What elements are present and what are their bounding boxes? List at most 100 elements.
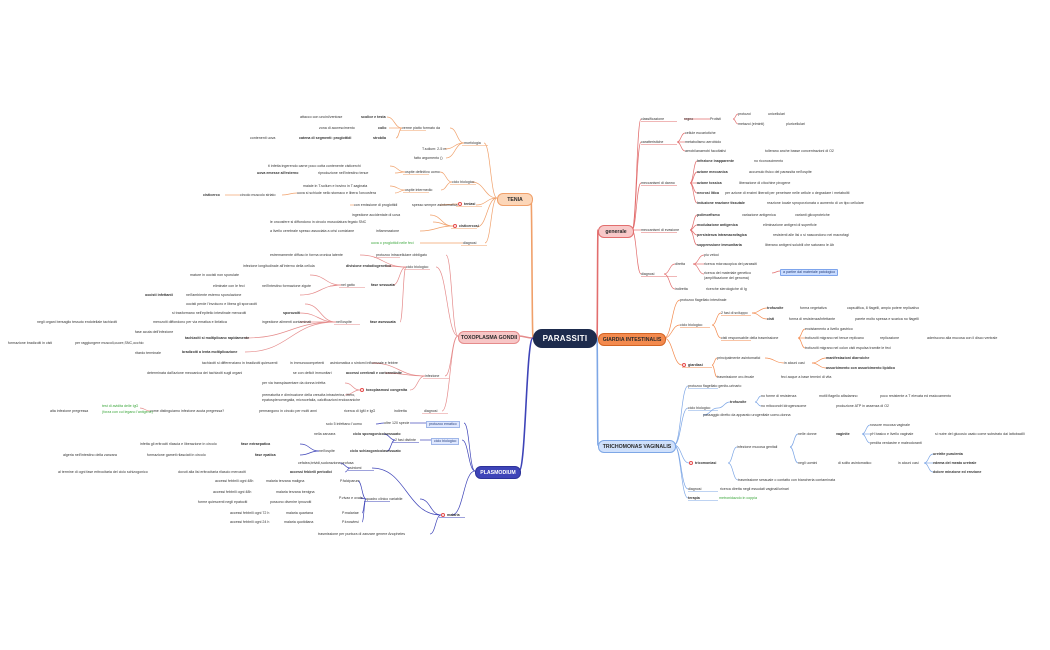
node[interactable]: mature in oocisti non sporulate <box>190 273 239 277</box>
node[interactable]: resistenti alle lisi o si nascondono nei… <box>773 233 849 237</box>
node[interactable]: fatto argomento () <box>414 156 443 160</box>
node[interactable]: aderiscono alla mucosa con il disco vent… <box>927 336 998 340</box>
node[interactable]: collo <box>378 126 387 130</box>
node[interactable]: terapia <box>688 496 700 500</box>
node[interactable]: meccanismi di evasione <box>641 228 680 232</box>
node[interactable]: tachizoiti si differenziano in bradizoit… <box>202 361 278 365</box>
node[interactable]: malaria terzana maligna <box>266 479 305 483</box>
node[interactable]: forme quiescenti negli epatociti <box>198 500 248 504</box>
node[interactable]: ciclo sporogonico/sessuato <box>353 432 401 436</box>
node[interactable]: accessi cerebrali e coriorentinite <box>346 371 402 375</box>
node[interactable]: sintomi <box>350 466 362 470</box>
node[interactable]: infezione <box>425 374 440 378</box>
node[interactable]: metazoi (elminti) <box>738 122 765 126</box>
node[interactable]: trofozoiti migrano nel colon cisti espul… <box>805 346 891 350</box>
node[interactable]: spesso sempre asintomatica <box>412 203 458 207</box>
node[interactable]: estremamente diffuso in forma cronica la… <box>270 253 343 257</box>
node[interactable]: cisti <box>767 317 775 321</box>
node[interactable]: circolo muscolo striato <box>240 193 276 197</box>
node[interactable]: ritardo terminale <box>135 351 161 355</box>
node[interactable]: prematurita e diminuzione della crescita… <box>262 393 361 402</box>
node[interactable]: infezione longitudinale all'interno dell… <box>243 264 315 268</box>
node[interactable]: protozoo intracellulare obbligato <box>376 253 427 257</box>
node[interactable]: protozoo flagellato genito-urinario <box>688 384 742 388</box>
node[interactable]: trasmissione sessuale o contatto con bia… <box>738 478 836 482</box>
node[interactable]: malaria <box>441 513 460 518</box>
node[interactable]: oocisti perde l'involucro e libera gli s… <box>186 302 257 306</box>
node[interactable]: oocisti infettanti <box>145 293 173 297</box>
node[interactable]: per raggiungere muscoli,cuore,SNC,occhio <box>75 341 144 345</box>
node[interactable]: ciclo biologico <box>452 180 475 184</box>
node[interactable]: alta infezione pregressa <box>50 409 89 413</box>
node[interactable]: protozoo flagellato intestinale <box>680 298 727 302</box>
node[interactable]: produzione ATP in assenza di O2 <box>836 404 890 408</box>
node[interactable]: meccanismi di danno <box>641 181 675 185</box>
node[interactable]: pH basico e livello vaginale <box>870 432 914 436</box>
node[interactable]: catena di segmenti: proglottidi <box>299 136 352 140</box>
node[interactable]: nella zanzara <box>314 432 336 436</box>
node[interactable]: protozoo ematico <box>426 421 460 428</box>
central-topic[interactable]: PARASSITI <box>533 329 597 348</box>
node[interactable]: bradizoiti a lenta moltiplicazione <box>182 350 238 354</box>
node[interactable]: accessi febbrili ogni 48h <box>213 490 252 494</box>
node[interactable]: P.vivax e ovale <box>339 496 363 500</box>
node[interactable]: in immunocompetenti <box>290 361 325 365</box>
node[interactable]: reazione locale sproporzionata o aumento… <box>767 201 864 205</box>
node[interactable]: infezione inapparente <box>697 159 734 163</box>
node[interactable]: varianti glicoproteiche <box>795 213 830 217</box>
node[interactable]: malaria quotidiana <box>284 520 314 524</box>
node[interactable]: manifestazioni diarroiche <box>826 356 870 360</box>
node[interactable]: trofozoiti migrano nel tenue replicano <box>805 336 864 340</box>
node[interactable]: possono divenire ipnozoiti <box>270 500 312 504</box>
node[interactable]: parete molto spessa e scarica no flagell… <box>855 317 919 321</box>
node[interactable]: accumulo fisico del parassita nell'ospit… <box>749 170 812 174</box>
node[interactable]: ospite intermedio <box>405 188 433 192</box>
node[interactable]: fase acuta dell'infezione <box>135 330 174 334</box>
node[interactable]: scolice e testa <box>361 115 386 119</box>
node[interactable]: forma vegetativa <box>800 306 827 310</box>
node[interactable]: permangono in circolo per molti anni <box>259 409 317 413</box>
node[interactable]: nel gatto <box>341 283 355 287</box>
node[interactable]: infetta gli eritrociti rilascia e libera… <box>140 442 217 446</box>
node[interactable]: uova o proglottidi nelle feci <box>371 241 414 245</box>
node[interactable]: cisticerco <box>203 193 220 197</box>
node[interactable]: al termine di ogni fase eritrocitaria de… <box>58 470 148 474</box>
node[interactable]: giardiasi <box>682 363 703 368</box>
node[interactable]: tricomoniasi <box>689 461 716 466</box>
node[interactable]: modulazione antigenica <box>697 223 738 227</box>
node[interactable]: aerobi/anaerobi facoltativi <box>685 149 726 153</box>
node[interactable]: passaggio diretto da apparato urogenital… <box>703 413 791 417</box>
node[interactable]: ricerca diretta negli essudati vaginali/… <box>720 487 789 491</box>
node[interactable]: le oncosfere si diffondono in circolo mu… <box>270 220 367 224</box>
node[interactable]: per azione di enzimi liberati per penetr… <box>725 191 850 195</box>
node[interactable]: sporozoiti <box>283 311 301 315</box>
node[interactable]: si nutre del glucosio usato come substra… <box>935 432 1025 436</box>
topic-generale[interactable]: generale <box>598 225 634 238</box>
node[interactable]: metronidazolo in coppia <box>719 496 757 500</box>
node[interactable]: liberazione di citochine pirogene <box>739 181 791 185</box>
node[interactable]: principalmente asintomatici <box>717 356 761 360</box>
node[interactable]: malaria terzana benigna <box>276 490 315 494</box>
node[interactable]: metabolismo aerobiolo <box>685 140 722 144</box>
node[interactable]: no mitocondri idrogenosome <box>761 404 807 408</box>
node[interactable]: protozoi <box>738 112 751 116</box>
node[interactable]: si trasformano nell'epitelio intestinale… <box>172 311 247 315</box>
node[interactable]: ciclo biologico <box>406 265 429 269</box>
node[interactable]: verme piatto formato da <box>402 126 440 130</box>
node[interactable]: poco resistente a T elevata ed essiccame… <box>880 394 951 398</box>
node[interactable]: test di avidita delle IgG <box>102 404 139 408</box>
node[interactable]: merozoiti diffondono per via ematica e l… <box>153 320 227 324</box>
node[interactable]: negli organi bersaglio tessuto endotelia… <box>37 320 118 324</box>
node[interactable]: perdita verdastre e maleodoranti <box>870 441 922 445</box>
node[interactable]: ricerca di IgM e IgG <box>344 409 376 413</box>
node[interactable]: accessi febbrili ogni 24 h <box>230 520 270 524</box>
node[interactable]: fase extraepatica <box>241 442 271 446</box>
node[interactable]: ricerca del materiale genetico (amplific… <box>704 271 751 280</box>
node[interactable]: caratteristiche <box>641 140 664 144</box>
node[interactable]: nell'ambiente esterno sporulazione <box>186 293 242 297</box>
node[interactable]: persistenza intramacrofagica <box>697 233 747 237</box>
node[interactable]: tachizoiti si moltiplicano rapidamente <box>185 336 250 340</box>
node[interactable]: replicazione <box>880 336 900 340</box>
node[interactable]: regno <box>684 117 694 121</box>
node[interactable]: ciclo biologico <box>680 323 703 327</box>
